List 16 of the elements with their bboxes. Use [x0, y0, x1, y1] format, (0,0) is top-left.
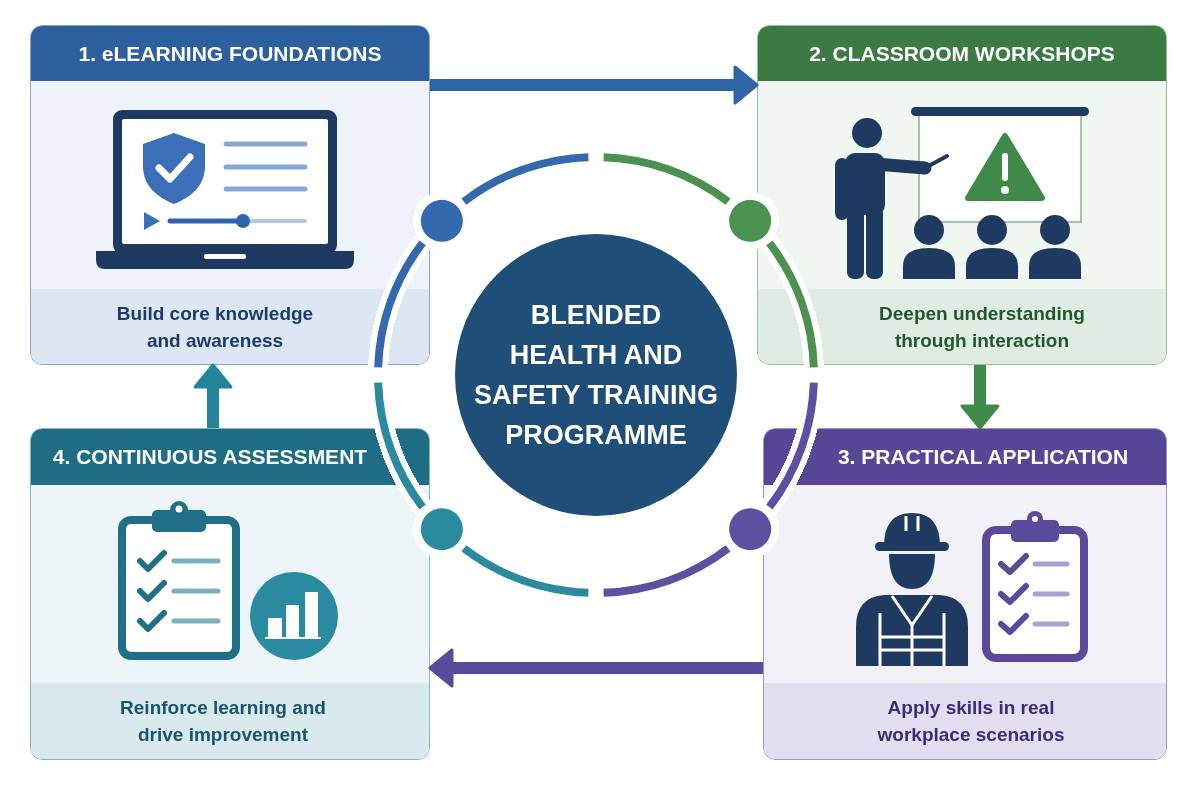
step-title: 3. PRACTICAL APPLICATION: [837, 444, 1129, 470]
flow-arrow: [430, 65, 759, 105]
step-description: Apply skills in real workplace scenarios: [876, 696, 1066, 747]
step-card: [757, 25, 1167, 365]
step-description: Reinforce learning and drive improvement: [119, 696, 327, 747]
step-description: Build core knowledge and awareness: [115, 301, 315, 353]
flow-arrow: [428, 648, 763, 688]
step-description: Deepen understanding through interaction: [878, 301, 1086, 353]
flow-arrow: [193, 363, 233, 428]
step-card: [763, 428, 1167, 760]
step-card: [30, 25, 430, 365]
step-title: 1. eLEARNING FOUNDATIONS: [78, 40, 382, 67]
step-card: [30, 428, 430, 760]
flow-arrow: [960, 365, 1000, 430]
step-title: 4. CONTINUOUS ASSESSMENT: [52, 444, 368, 470]
step-title: 2. CLASSROOM WORKSHOPS: [809, 40, 1115, 67]
